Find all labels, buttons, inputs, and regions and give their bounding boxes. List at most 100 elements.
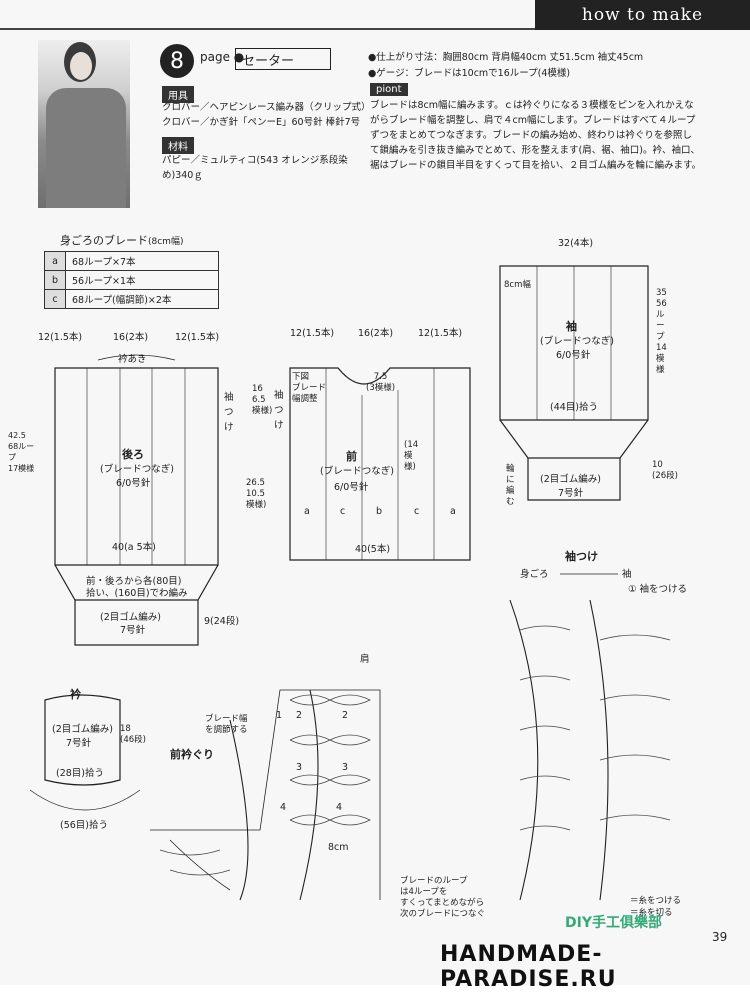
model-photo	[38, 40, 130, 208]
front-needle: 6/0号針	[334, 482, 369, 493]
front-col-a2: a	[450, 506, 456, 517]
back-neck-label: 衿あき	[118, 354, 147, 365]
point-line-3: ずつをまとめてつなぎます。ブレードの編み始め、終わりは衿ぐりを参照し	[370, 130, 692, 141]
sleeve-rib-side: 輪に編む	[506, 464, 515, 507]
back-pickup-2: 拾い、(160目)でわ編み	[86, 588, 188, 599]
tools-line-2: クロバー／かぎ針「ペンーE」60号針 棒針7号	[162, 117, 361, 128]
front-neck-dim: 7.5 (3模様)	[366, 372, 396, 393]
spec-size: ●仕上がり寸法：胸囲80cm 背肩幅40cm 丈51.5cm 袖丈45cm	[368, 52, 644, 63]
back-dim-left: 12(1.5本)	[38, 332, 83, 343]
point-line-2: がらブレード幅を調整し、肩で４cm幅にします。ブレードはすべて４ループ	[370, 115, 696, 126]
collar-title: 衿	[70, 688, 81, 701]
back-pickup: 前・後ろから各(80目)	[86, 576, 182, 587]
sleeve-attach-left: 身ごろ	[520, 569, 549, 580]
back-needle: 6/0号針	[116, 478, 151, 489]
front-upper-dim: 16 6.5 模様)	[252, 384, 273, 416]
back-title: 後ろ	[122, 448, 144, 461]
legend-attach: ＝糸をつける	[630, 896, 682, 906]
attach-body-edge	[509, 599, 539, 901]
neckline-num-2: 2	[296, 710, 303, 721]
front-col-c1: c	[340, 506, 346, 517]
point-text: ブレードは8cm幅に編みます。ｃは衿ぐりになる３模様をピンを入れかえな がらブレ…	[370, 98, 725, 173]
sleeve-rib-dim: 10 (26段)	[652, 460, 678, 481]
watermark-logo: DIY手工俱樂部	[565, 915, 662, 931]
point-heading: piont	[370, 83, 408, 96]
braid-table-title: 身ごろのブレード(8cm幅)	[60, 232, 183, 248]
sleeve-attach-right: 袖	[622, 569, 632, 580]
collar-rib: (2目ゴム編み)	[52, 724, 113, 735]
neckline-loop-note: ブレードのループ は4ループを すくってまとめながら 次のブレードにつなぐ	[400, 876, 486, 919]
sleeve-title: 袖	[566, 320, 577, 333]
front-col-c2: c	[414, 506, 420, 517]
front-col-b: b	[376, 506, 383, 517]
neckline-title: 前衿ぐり	[170, 748, 214, 761]
back-dim-center: 16(2本)	[113, 332, 149, 343]
back-rib-dim: 9(24段)	[204, 616, 240, 627]
row-value: 68ループ(幅調節)×2本	[65, 289, 219, 309]
front-title: 前	[346, 450, 357, 463]
tools-line-1: クロバー／ヘアピンレース編み器（クリップ式）	[162, 102, 371, 113]
front-shoulder-label: 袖つけ	[274, 390, 284, 431]
neckline-shoulder: 肩	[360, 654, 370, 665]
front-bottom-dim: 40(5本)	[355, 544, 391, 555]
neckline-num-7: 4	[280, 802, 287, 813]
front-dim-right: 12(1.5本)	[418, 328, 463, 339]
front-sub: (ブレードつなぎ)	[320, 466, 394, 477]
neckline-num-5: 2	[342, 710, 349, 721]
front-adjust-note: 下図 ブレード 幅調整	[292, 372, 327, 404]
back-sub: (ブレードつなぎ)	[100, 464, 174, 475]
sleeve-pickup: (44目)拾う	[550, 402, 599, 413]
materials-line-2: め)340ｇ	[162, 170, 203, 181]
sleeve-rib-label: (2目ゴム編み)	[540, 474, 601, 485]
neckline-num-4: 4	[336, 802, 343, 813]
legend-cut: ＝糸を切る	[630, 908, 673, 918]
neckline-frame	[150, 689, 381, 900]
page-number: 39	[712, 930, 728, 944]
back-shoulder-label: 袖つけ	[224, 392, 234, 433]
front-col-a1: a	[304, 506, 310, 517]
braid-title-note: (8cm幅)	[148, 237, 184, 247]
sweater-shape	[46, 88, 126, 208]
face-shape	[70, 52, 92, 80]
sleeve-needle: 6/0号針	[556, 350, 591, 361]
sleeve-top-dim: 32(4本)	[558, 238, 594, 249]
back-bottom-dim: 40(a 5本)	[112, 542, 156, 553]
front-dim-center: 16(2本)	[358, 328, 394, 339]
braid-title: 身ごろのブレード	[60, 234, 148, 247]
sleeve-width: 8cm幅	[504, 280, 531, 290]
point-line-1: ブレードは8cm幅に編みます。ｃは衿ぐりになる３模様をピンを入れかえな	[370, 100, 694, 111]
attach-sleeve-edge	[589, 599, 609, 901]
page-label: page ●	[200, 50, 245, 64]
collar-dim: 18 (46段)	[120, 724, 146, 745]
back-hem-taper	[54, 564, 219, 601]
neckline-num-3: 3	[296, 762, 303, 773]
collar-needle: 7号針	[66, 738, 92, 749]
collar-outline	[44, 694, 121, 786]
neckline-width: 8cm	[328, 842, 349, 853]
neckline-num-1: 1	[276, 710, 283, 721]
sleeve-rib-needle: 7号針	[558, 488, 584, 499]
materials-heading: 材料	[162, 137, 194, 154]
row-key: c	[44, 289, 66, 309]
pattern-number: 8	[160, 44, 194, 78]
point-line-4: て鎖編みを引き抜き編みでとめて、形を整えます(肩、裾、袖口)。衿、袖口、	[370, 145, 700, 156]
spec-gauge: ●ゲージ：ブレードは10cmで16ループ(4模様)	[368, 68, 571, 79]
section-header: how to make	[535, 0, 750, 30]
neckline-num-6: 3	[342, 762, 349, 773]
collar-bottom: (56目)拾う	[60, 820, 109, 831]
pattern-title: セーター	[235, 48, 331, 70]
neckline-adjust: ブレード幅 を調節する	[205, 714, 248, 735]
sleeve-side-dim: 35 56ループ 14模様	[656, 288, 667, 375]
front-dim-left: 12(1.5本)	[290, 328, 335, 339]
back-rib-needle: 7号針	[120, 625, 146, 636]
front-lower-dim: 26.5 10.5 模様)	[246, 478, 267, 510]
back-rib-label: (2目ゴム編み)	[100, 612, 161, 623]
point-line-5: 裾はブレードの鎖目半目をすくって目を拾い、２目ゴム編みを輪に編みます。	[370, 160, 702, 171]
back-dim-right: 12(1.5本)	[175, 332, 220, 343]
header-rule	[0, 28, 535, 30]
back-side-dim: 42.5 68ループ 17模様	[8, 431, 35, 473]
materials-line-1: パピー／ミュルティコ(543 オレンジ系段染	[162, 155, 348, 166]
